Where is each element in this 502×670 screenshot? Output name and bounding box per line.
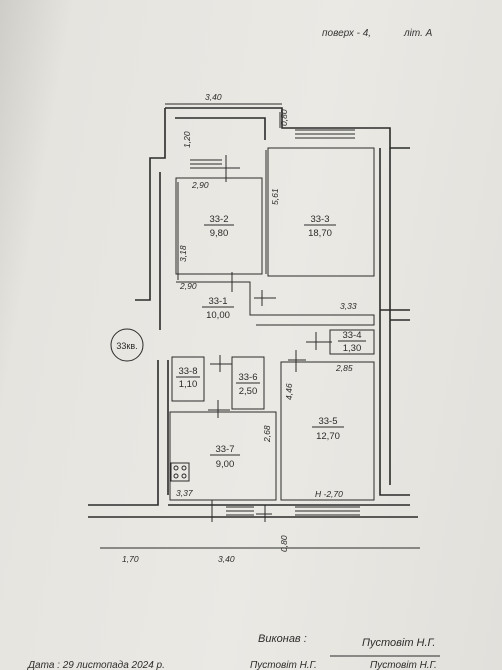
dimension-lines: [100, 103, 420, 549]
footer-cut-text-1: Пустовіт Н.Г.: [250, 660, 317, 670]
room-33-4-area: 1,30: [343, 343, 362, 354]
building-letter: літ. А: [404, 28, 433, 39]
room-33-6-outline: [231, 356, 265, 410]
window-room-33-2: [190, 159, 222, 169]
room-33-7-outline: [169, 411, 277, 501]
dim-top-right-thickness: 0,80: [279, 109, 289, 126]
stove-icon: [170, 462, 190, 482]
room-33-4-id: 33-4: [342, 330, 361, 341]
window-room-33-5: [295, 506, 360, 516]
dim-bottom-left: 1,70: [122, 554, 139, 564]
apartment-label: 33кв.: [116, 341, 137, 351]
room-33-3-outline: [267, 147, 375, 277]
room-33-2-outline: [175, 177, 263, 275]
apartment-circle: [110, 328, 144, 362]
floor-label: поверх - 4,: [322, 28, 372, 39]
room-33-8-area: 1,10: [179, 379, 198, 390]
room-33-8-outline: [171, 356, 205, 402]
outer-walls: [88, 107, 418, 518]
dim-room7-width: 3,37: [176, 488, 193, 498]
interior-walls: [169, 147, 375, 501]
room-33-8-id: 33-8: [178, 366, 197, 377]
room-33-1-area: 10,00: [206, 310, 230, 321]
room-33-5-area: 12,70: [316, 431, 340, 442]
executor-name: Пустовіт Н.Г.: [362, 637, 436, 649]
dim-left-top-height: 1,20: [182, 131, 192, 148]
windows: [190, 129, 360, 516]
dim-bottom-thickness: 0,80: [279, 535, 289, 552]
dim-ceiling-height: H -2,70: [315, 489, 343, 499]
dim-room3-width: 3,33: [340, 301, 357, 311]
dim-room5-width: 2,85: [335, 363, 353, 373]
room-33-2-id: 33-2: [209, 214, 228, 225]
dim-room5-height: 4,46: [284, 383, 294, 400]
room-33-5-outline: [280, 361, 375, 501]
footer-cut-text-2: Пустовіт Н.Г.: [370, 660, 437, 670]
room-33-5-id: 33-5: [318, 416, 337, 427]
window-top-right: [295, 129, 355, 139]
room-33-6-area: 2,50: [239, 386, 258, 397]
dim-room2-width: 2,90: [191, 180, 209, 190]
window-room-33-7: [226, 506, 254, 516]
date-line: Дата : 29 листопада 2024 р.: [28, 660, 165, 670]
room-33-6-id: 33-6: [238, 372, 257, 383]
dim-room1-width: 2,90: [179, 281, 197, 291]
dim-room3-height: 5,61: [270, 188, 280, 205]
room-33-2-area: 9,80: [210, 228, 229, 239]
dim-top-width: 3,40: [205, 92, 222, 102]
room-33-7-id: 33-7: [215, 444, 234, 455]
room-33-3-area: 18,70: [308, 228, 332, 239]
room-33-3-id: 33-3: [310, 214, 329, 225]
room-33-7-area: 9,00: [216, 459, 235, 470]
dim-room7-height: 2,68: [262, 425, 272, 443]
door-markers: [208, 155, 332, 522]
executed-label: Виконав :: [258, 633, 307, 645]
dim-bottom-right: 3,40: [218, 554, 235, 564]
room-33-1-id: 33-1: [208, 296, 227, 307]
dim-room2-height: 3,18: [178, 245, 188, 262]
